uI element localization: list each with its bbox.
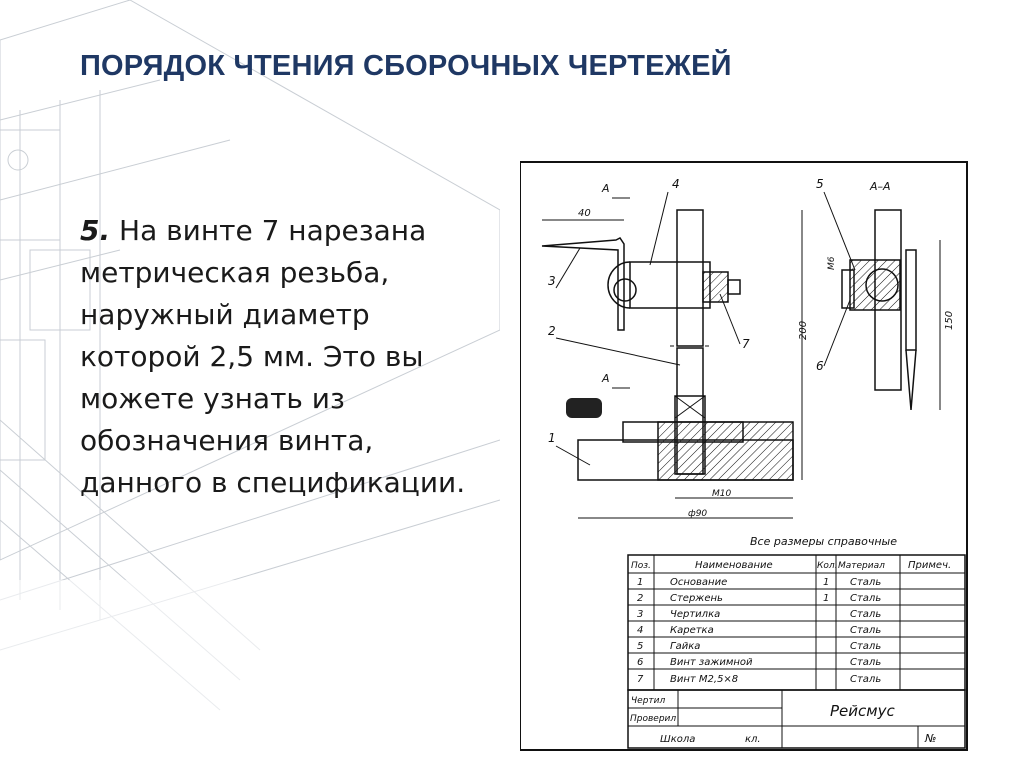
dim-m6: М6 [827,256,837,270]
cut-label-bottom: А [601,372,610,385]
spec-header-name: Наименование [695,560,773,571]
spec-row-material: Сталь [850,674,881,685]
callout-5: 5 [816,177,824,191]
dim-150: 150 [944,311,955,330]
section-view: А–А 150 М6 5 6 [816,177,955,411]
callout-4: 4 [672,177,680,191]
spec-header-note: Примеч. [908,560,951,571]
callout-6: 6 [816,359,824,373]
dim-m10: М10 [712,489,731,499]
callout-3: 3 [548,274,556,288]
spec-row-pos: 5 [637,641,643,652]
spec-row-qty: 1 [823,577,829,588]
spec-row-name: Чертилка [670,609,720,620]
title-block-drew: Чертил [631,696,666,706]
spec-row-name: Основание [670,577,727,588]
spec-row-material: Сталь [850,657,881,668]
spec-table: Поз. Наименование Кол. Материал Примеч. … [627,554,966,691]
dim-40: 40 [578,208,591,219]
dim-200: 200 [798,321,809,340]
spec-row-material: Сталь [850,625,881,636]
callout-1: 1 [548,431,556,445]
spec-row-name: Винт М2,5×8 [670,674,738,685]
spec-row-material: Сталь [850,609,881,620]
spec-row-pos: 7 [637,674,644,685]
spec-header-material: Материал [838,561,885,571]
spec-row-pos: 1 [637,577,643,588]
body-paragraph: На винте 7 нарезана метрическая резьба, … [80,214,466,499]
spec-row-name: Стержень [670,593,723,604]
spec-row-material: Сталь [850,577,881,588]
spec-header-qty: Кол. [817,561,838,571]
title-block-school: Школа [660,734,695,745]
title-block-name: Рейсмус [830,702,895,720]
assembly-drawing: А А 40 200 М10 ф90 1 2 3 4 7 А–А [520,161,968,751]
spec-row-name: Каретка [670,625,714,636]
slide-title: ПОРЯДОК ЧТЕНИЯ СБОРОЧНЫХ ЧЕРТЕЖЕЙ [80,50,732,82]
spec-row-qty: 1 [823,593,829,604]
title-block: Чертил Проверил Школа кл. Рейсмус № [627,689,966,749]
spec-row-pos: 2 [637,593,643,604]
cut-label-top: А [601,182,610,195]
spec-row-name: Винт зажимной [670,657,753,668]
drawing-note: Все размеры справочные [750,535,897,548]
spec-header-pos: Поз. [631,561,651,571]
section-label: А–А [869,180,891,193]
spec-row-pos: 4 [637,625,643,636]
callout-2: 2 [548,324,556,338]
spec-row-material: Сталь [850,641,881,652]
point-number: 5. [80,214,111,247]
spec-row-pos: 3 [637,609,643,620]
spec-row-name: Гайка [670,641,700,652]
main-view: А А 40 200 М10 ф90 1 2 3 4 7 [541,177,809,519]
callout-7: 7 [742,337,750,351]
spec-row-pos: 6 [637,657,643,668]
title-block-class: кл. [745,734,761,745]
body-text: 5. На винте 7 нарезана метрическая резьб… [80,210,490,504]
title-block-number: № [924,732,936,745]
dim-phi90: ф90 [688,509,707,519]
blueprint-background [0,0,500,767]
title-block-checked: Проверил [630,714,676,724]
spec-row-material: Сталь [850,593,881,604]
